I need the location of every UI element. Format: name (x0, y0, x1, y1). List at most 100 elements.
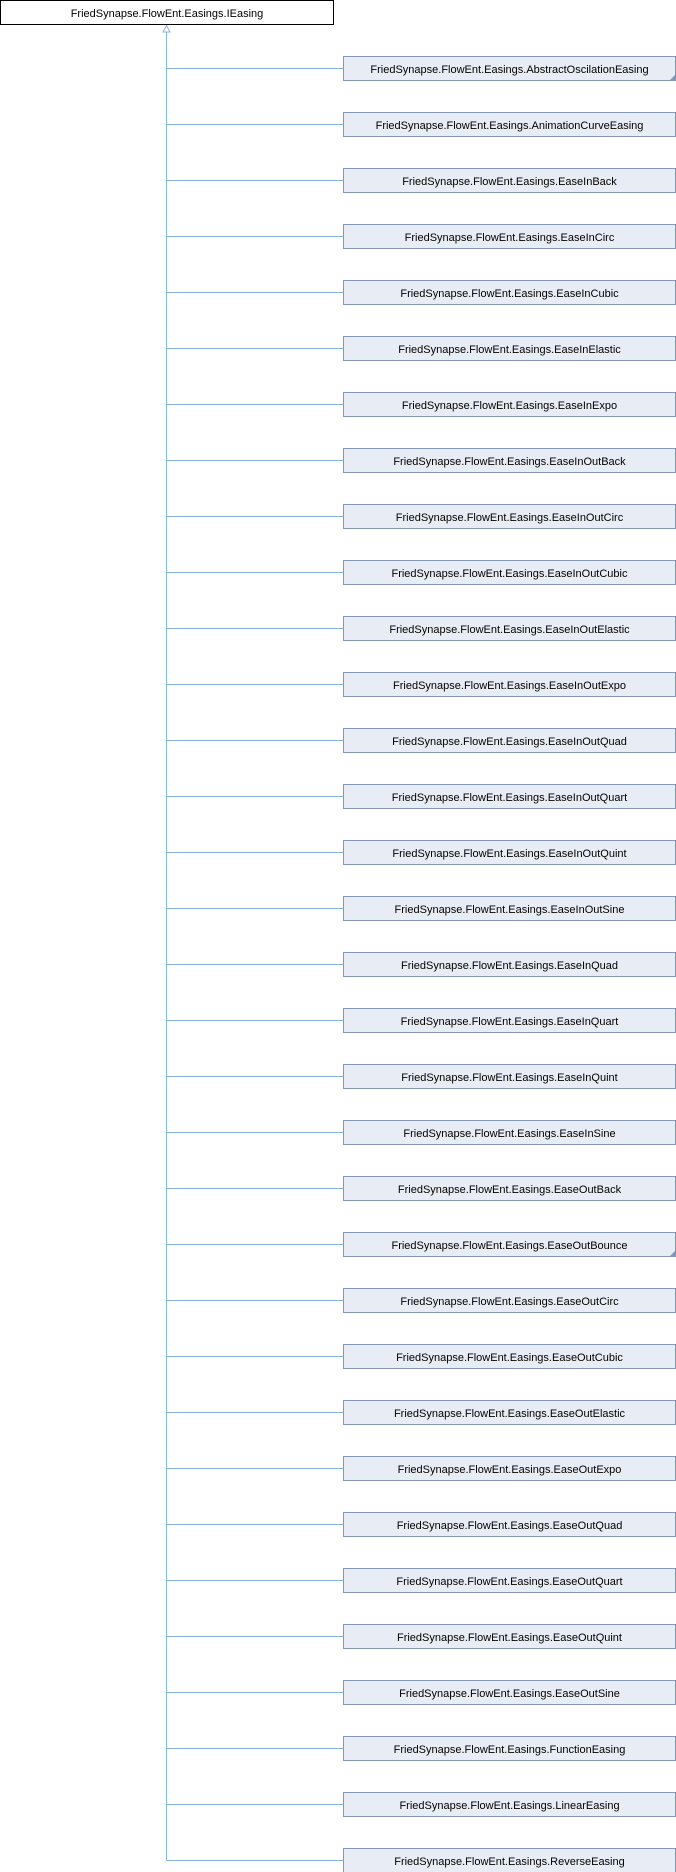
class-node[interactable]: FriedSynapse.FlowEnt.Easings.EaseOutBack (343, 1176, 676, 1201)
class-node[interactable]: FriedSynapse.FlowEnt.Easings.EaseInBack (343, 168, 676, 193)
class-node-box (343, 392, 676, 417)
class-node-box (343, 56, 676, 81)
class-node-box (343, 1288, 676, 1313)
class-node-box (343, 1680, 676, 1705)
class-node-box (343, 1456, 676, 1481)
class-node[interactable]: FriedSynapse.FlowEnt.Easings.EaseOutQuad (343, 1512, 676, 1537)
class-node-box (343, 672, 676, 697)
class-node-box (343, 840, 676, 865)
class-node[interactable]: FriedSynapse.FlowEnt.Easings.EaseOutQuin… (343, 1624, 676, 1649)
class-node-label: FriedSynapse.FlowEnt.Easings.EaseInOutCi… (396, 512, 624, 524)
class-node[interactable]: FriedSynapse.FlowEnt.Easings.EaseInOutSi… (343, 896, 676, 921)
class-node-box (343, 784, 676, 809)
derived-classes: FriedSynapse.FlowEnt.Easings.AbstractOsc… (343, 56, 676, 1872)
class-node-box (343, 1512, 676, 1537)
class-node-box (343, 728, 676, 753)
class-node[interactable]: FriedSynapse.FlowEnt.Easings.EaseInSine (343, 1120, 676, 1145)
class-node-label: FriedSynapse.FlowEnt.Easings.AbstractOsc… (370, 64, 648, 76)
class-node[interactable]: FriedSynapse.FlowEnt.Easings.EaseOutBoun… (343, 1232, 676, 1257)
class-node-box (343, 896, 676, 921)
class-node[interactable]: FriedSynapse.FlowEnt.Easings.EaseInOutEl… (343, 616, 676, 641)
class-node-label: FriedSynapse.FlowEnt.Easings.EaseInOutEl… (389, 624, 630, 636)
root-node[interactable]: FriedSynapse.FlowEnt.Easings.IEasing (0, 0, 334, 25)
class-node-label: FriedSynapse.FlowEnt.Easings.EaseInBack (402, 176, 617, 188)
class-node-label: FriedSynapse.FlowEnt.Easings.EaseOutExpo (398, 1464, 622, 1476)
class-node-box (343, 1120, 676, 1145)
class-node[interactable]: FriedSynapse.FlowEnt.Easings.EaseInCubic (343, 280, 676, 305)
class-node[interactable]: FriedSynapse.FlowEnt.Easings.AnimationCu… (343, 112, 676, 137)
class-node-label: FriedSynapse.FlowEnt.Easings.EaseInOutQu… (392, 736, 627, 748)
class-node[interactable]: FriedSynapse.FlowEnt.Easings.EaseOutCirc (343, 1288, 676, 1313)
class-node-label: FriedSynapse.FlowEnt.Easings.LinearEasin… (399, 1800, 619, 1812)
class-node[interactable]: FriedSynapse.FlowEnt.Easings.LinearEasin… (343, 1792, 676, 1817)
class-node-label: FriedSynapse.FlowEnt.Easings.EaseInQuint (401, 1072, 617, 1084)
class-node-label: FriedSynapse.FlowEnt.Easings.EaseInOutSi… (395, 904, 625, 916)
class-node-label: FriedSynapse.FlowEnt.Easings.EaseOutSine (399, 1688, 620, 1700)
class-node-box (343, 504, 676, 529)
class-node-label: FriedSynapse.FlowEnt.Easings.EaseInExpo (402, 400, 617, 412)
class-node-label: FriedSynapse.FlowEnt.Easings.FunctionEas… (394, 1744, 626, 1756)
class-node[interactable]: FriedSynapse.FlowEnt.Easings.EaseInOutBa… (343, 448, 676, 473)
root-node-label: FriedSynapse.FlowEnt.Easings.IEasing (71, 8, 264, 20)
class-node-box (343, 448, 676, 473)
class-node-box (343, 560, 676, 585)
inheritance-edges (162, 24, 344, 1861)
class-node[interactable]: FriedSynapse.FlowEnt.Easings.EaseInQuad (343, 952, 676, 977)
class-node-box (343, 1344, 676, 1369)
class-node[interactable]: FriedSynapse.FlowEnt.Easings.EaseInOutEx… (343, 672, 676, 697)
class-node[interactable]: FriedSynapse.FlowEnt.Easings.EaseInCirc (343, 224, 676, 249)
class-node-label: FriedSynapse.FlowEnt.Easings.AnimationCu… (376, 120, 644, 132)
class-node-box (343, 280, 676, 305)
class-node-box (343, 952, 676, 977)
class-node-box (343, 168, 676, 193)
more-subclasses-icon (669, 1250, 676, 1257)
class-node-box (343, 1736, 676, 1761)
class-node[interactable]: FriedSynapse.FlowEnt.Easings.EaseInQuart (343, 1008, 676, 1033)
class-node-label: FriedSynapse.FlowEnt.Easings.EaseInOutBa… (393, 456, 626, 468)
class-node-label: FriedSynapse.FlowEnt.Easings.EaseOutQuin… (397, 1632, 622, 1644)
class-node-label: FriedSynapse.FlowEnt.Easings.EaseInOutQu… (392, 848, 626, 860)
class-node-label: FriedSynapse.FlowEnt.Easings.EaseOutQuar… (396, 1576, 622, 1588)
class-node[interactable]: FriedSynapse.FlowEnt.Easings.EaseInOutCi… (343, 504, 676, 529)
class-node-box (343, 1624, 676, 1649)
class-node-box (343, 1064, 676, 1089)
class-node[interactable]: FriedSynapse.FlowEnt.Easings.EaseInOutQu… (343, 840, 676, 865)
class-node-label: FriedSynapse.FlowEnt.Easings.EaseOutCubi… (396, 1352, 623, 1364)
class-node-label: FriedSynapse.FlowEnt.Easings.EaseInOutQu… (392, 792, 627, 804)
class-node-label: FriedSynapse.FlowEnt.Easings.EaseOutElas… (394, 1408, 626, 1420)
class-node-label: FriedSynapse.FlowEnt.Easings.EaseOutBack (398, 1184, 622, 1196)
class-node[interactable]: FriedSynapse.FlowEnt.Easings.EaseOutExpo (343, 1456, 676, 1481)
inheritance-arrow-icon (162, 24, 171, 33)
class-node[interactable]: FriedSynapse.FlowEnt.Easings.ReverseEasi… (343, 1848, 676, 1872)
class-node[interactable]: FriedSynapse.FlowEnt.Easings.EaseInQuint (343, 1064, 676, 1089)
class-node-label: FriedSynapse.FlowEnt.Easings.EaseInCirc (405, 232, 615, 244)
class-node-label: FriedSynapse.FlowEnt.Easings.EaseInCubic (400, 288, 619, 300)
class-node[interactable]: FriedSynapse.FlowEnt.Easings.AbstractOsc… (343, 56, 676, 81)
class-node-label: FriedSynapse.FlowEnt.Easings.EaseInQuart (401, 1016, 619, 1028)
class-node[interactable]: FriedSynapse.FlowEnt.Easings.EaseInOutQu… (343, 784, 676, 809)
class-node-label: FriedSynapse.FlowEnt.Easings.EaseOutQuad (397, 1520, 623, 1532)
class-node-label: FriedSynapse.FlowEnt.Easings.ReverseEasi… (394, 1856, 625, 1868)
class-node-label: FriedSynapse.FlowEnt.Easings.EaseInOutCu… (391, 568, 628, 580)
class-node[interactable]: FriedSynapse.FlowEnt.Easings.EaseOutElas… (343, 1400, 676, 1425)
root-node-box (0, 0, 334, 25)
class-node[interactable]: FriedSynapse.FlowEnt.Easings.EaseOutSine (343, 1680, 676, 1705)
class-node-box (343, 1008, 676, 1033)
class-node[interactable]: FriedSynapse.FlowEnt.Easings.EaseInExpo (343, 392, 676, 417)
class-node[interactable]: FriedSynapse.FlowEnt.Easings.EaseInOutQu… (343, 728, 676, 753)
class-node[interactable]: FriedSynapse.FlowEnt.Easings.EaseOutCubi… (343, 1344, 676, 1369)
class-node-label: FriedSynapse.FlowEnt.Easings.EaseInQuad (401, 960, 618, 972)
more-subclasses-icon (669, 74, 676, 81)
class-node-box (343, 1232, 676, 1257)
class-node-label: FriedSynapse.FlowEnt.Easings.EaseInElast… (398, 344, 621, 356)
class-node-box (343, 1792, 676, 1817)
class-node-box (343, 1176, 676, 1201)
class-node-label: FriedSynapse.FlowEnt.Easings.EaseInOutEx… (393, 680, 626, 692)
class-node[interactable]: FriedSynapse.FlowEnt.Easings.EaseInOutCu… (343, 560, 676, 585)
class-node-label: FriedSynapse.FlowEnt.Easings.EaseOutCirc (400, 1296, 619, 1308)
class-node[interactable]: FriedSynapse.FlowEnt.Easings.FunctionEas… (343, 1736, 676, 1761)
class-node-label: FriedSynapse.FlowEnt.Easings.EaseInSine (403, 1128, 615, 1140)
class-node[interactable]: FriedSynapse.FlowEnt.Easings.EaseInElast… (343, 336, 676, 361)
class-node[interactable]: FriedSynapse.FlowEnt.Easings.EaseOutQuar… (343, 1568, 676, 1593)
